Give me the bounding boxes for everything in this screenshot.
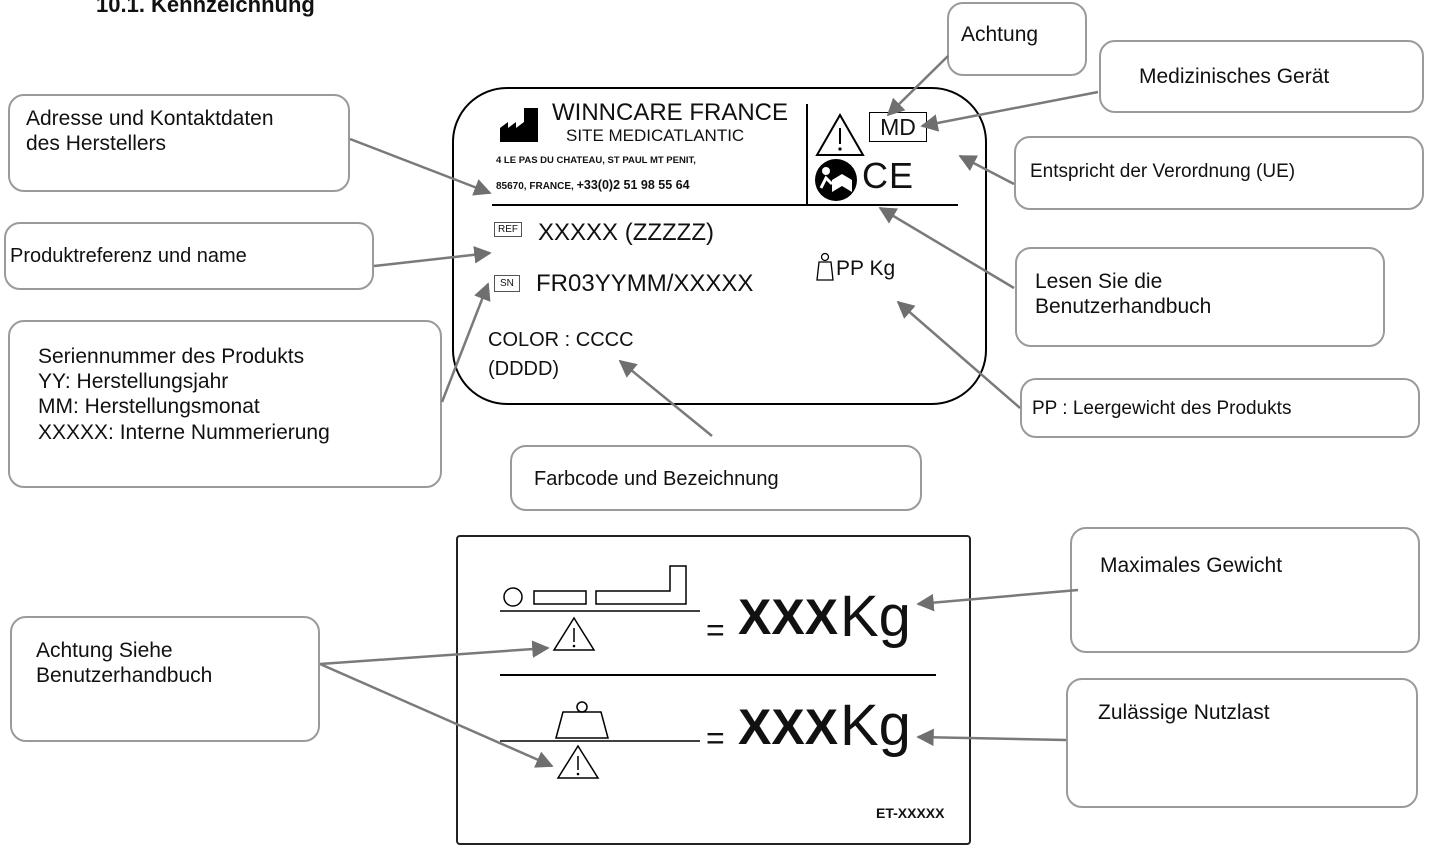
callout-medical-device: Medizinisches Gerät [1099,40,1424,113]
callout-product-ref-text: Produktreferenz und name [10,245,247,267]
sn-value: FR03YYMM/XXXXX [536,270,754,297]
callout-achtung: Achtung [947,2,1087,76]
label-divider-horizontal [492,204,958,206]
callout-manufacturer-line: des Herstellers [26,132,167,156]
callout-serial-line: Seriennummer des Produkts [38,345,305,368]
arrow-product-ref [373,246,492,268]
callout-max-weight: Maximales Gewicht [1070,527,1420,653]
callout-conformity: Entspricht der Verordnung (UE) [1014,136,1424,210]
callout-serial-line: MM: Herstellungsmonat [38,395,260,419]
manufacturer-name: WINNCARE FRANCE [552,99,789,126]
section-title: 10.1. Kennzeichnung [96,0,315,17]
color-line: COLOR : CCCC [488,329,634,351]
callout-achtung-text: Achtung [961,23,1039,46]
payload-unit: Kg [840,693,911,758]
load-divider [500,674,936,676]
callout-attention-manual: Achtung Siehe Benutzerhandbuch [10,616,320,742]
person-circle-icon [503,587,523,607]
callout-product-ref: Produktreferenz und name [4,222,374,290]
warning-triangle-icon [556,744,600,779]
product-label [452,87,987,405]
manufacturer-city: 85670, FRANCE, +33(0)2 51 98 55 64 [496,178,690,192]
weight-value: PP Kg [836,257,896,280]
equals-sign-payload: = [706,720,725,756]
equals-sign-max: = [706,612,725,648]
callout-empty-weight: PP : Leergewicht des Produkts [1020,378,1420,438]
callout-empty-weight-text: PP : Leergewicht des Produkts [1032,398,1292,419]
ref-symbol: REF [494,222,522,237]
sn-symbol: SN [494,275,520,292]
ce-mark: CE [862,155,915,196]
arrow-read-manual [878,206,1015,290]
warning-triangle-icon [815,112,865,156]
callout-medical-device-text: Medizinisches Gerät [1139,65,1330,88]
arrow-serial [440,282,491,403]
load-symbols [500,565,700,779]
callout-conformity-text: Entspricht der Verordnung (UE) [1030,161,1296,182]
manufacturer-address: 4 LE PAS DU CHATEAU, ST PAUL MT PENIT, [496,155,696,166]
payload-value: XXX [738,699,839,755]
arrow-attention-manual-1 [319,640,550,666]
backrest-icon [595,565,687,605]
manufacturer-phone: +33(0)2 51 98 55 64 [576,178,690,192]
manufacturer-country: 85670, FRANCE, [496,181,574,192]
arrow-payload [916,728,1067,747]
arrow-manufacturer [349,137,492,196]
callout-attention-manual-line: Benutzerhandbuch [36,664,213,688]
warning-triangle-icon [552,616,596,651]
callout-manufacturer-line: Adresse und Kontaktdaten [26,107,274,130]
callout-serial: Seriennummer des Produkts YY: Herstellun… [8,320,442,488]
weight-icon [816,252,834,281]
color-name: (DDDD) [488,358,560,380]
callout-payload: Zulässige Nutzlast [1066,678,1418,808]
callout-color-code: Farbcode und Bezeichnung [510,445,922,511]
arrow-conformity [958,154,1015,186]
manufacturer-site: SITE MEDICATLANTIC [566,126,745,145]
callout-color-code-text: Farbcode und Bezeichnung [534,468,779,490]
arrow-color-code [618,359,713,437]
callout-manufacturer: Adresse und Kontaktdaten des Herstellers [8,94,350,192]
callout-read-manual: Lesen Sie die Benutzerhandbuch [1015,247,1385,347]
read-manual-icon [815,159,857,201]
mattress-icon [533,590,587,605]
label-divider-vertical [806,104,808,204]
callout-payload-text: Zulässige Nutzlast [1098,701,1270,724]
callout-attention-manual-line: Achtung Siehe [36,639,173,662]
callout-read-manual-line: Lesen Sie die [1035,270,1163,293]
callout-serial-line: XXXXX: Interne Nummerierung [38,420,330,444]
ref-value: XXXXX (ZZZZZ) [538,219,714,246]
arrow-achtung [886,55,949,117]
arrow-max-weight [916,588,1079,612]
factory-icon [500,108,538,142]
arrow-medical-device [920,90,1099,132]
callout-read-manual-line: Benutzerhandbuch [1035,295,1212,319]
callout-max-weight-text: Maximales Gewicht [1100,554,1283,577]
arrow-empty-weight [896,300,1021,409]
max-weight-value: XXX [738,589,839,645]
weight-icon [555,711,609,739]
max-weight-unit: Kg [840,584,911,649]
arrow-attention-manual-2 [319,662,554,768]
callout-serial-line: YY: Herstellungsjahr [38,370,229,394]
label-code: ET-XXXXX [876,805,945,821]
